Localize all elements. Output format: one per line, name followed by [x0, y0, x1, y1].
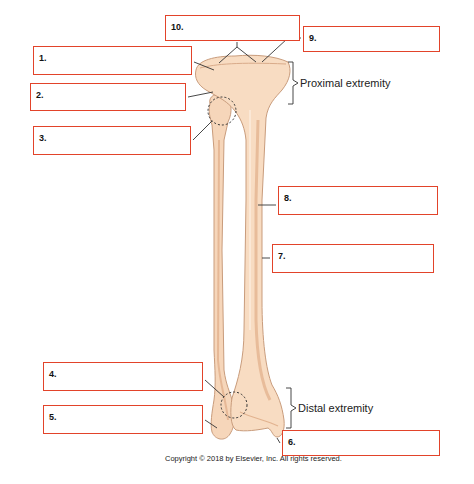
- joint-circle: [208, 97, 236, 125]
- label-box: 2.: [30, 83, 186, 111]
- leader-line: [262, 38, 301, 62]
- leader-line: [205, 420, 217, 428]
- label-box: 10.: [165, 15, 300, 41]
- tibia-shading: [256, 120, 270, 400]
- joint-circle: [221, 392, 247, 418]
- tibia-distal-shading: [240, 412, 278, 426]
- label-box: 4.: [43, 362, 203, 391]
- callout-number: 1.: [39, 53, 47, 63]
- callout-number: 3.: [39, 133, 47, 143]
- callout-number: 10.: [171, 22, 184, 32]
- tibia-plateau: [200, 63, 286, 68]
- leader-line: [194, 62, 214, 70]
- bracket: [286, 388, 296, 428]
- copyright-note: Copyright © 2018 by Elsevier, Inc. All r…: [165, 454, 342, 463]
- tibia-crest: [249, 110, 251, 330]
- region-label: Distal extremity: [298, 402, 373, 414]
- label-box: 6.: [282, 430, 440, 456]
- leader-line: [205, 380, 224, 397]
- leader-line: [262, 258, 270, 259]
- callout-number: 4.: [49, 369, 57, 379]
- leader-line: [258, 205, 276, 206]
- region-label: Proximal extremity: [300, 77, 390, 89]
- callout-number: 7.: [278, 251, 286, 261]
- label-box: 8.: [278, 186, 438, 215]
- bracket: [288, 62, 298, 104]
- label-box: 7.: [272, 244, 434, 273]
- label-box: 9.: [303, 26, 440, 52]
- label-box: 5.: [43, 405, 203, 434]
- leader-line: [188, 92, 213, 97]
- leader-line: [193, 121, 212, 140]
- leader-line: [277, 438, 280, 443]
- callout-number: 2.: [36, 90, 44, 100]
- callout-number: 8.: [284, 193, 292, 203]
- callout-number: 9.: [309, 33, 317, 43]
- callout-number: 6.: [288, 437, 296, 447]
- leader-line: [219, 42, 256, 63]
- label-box: 1.: [33, 46, 192, 75]
- fibula-shading: [218, 140, 228, 420]
- label-box: 3.: [33, 126, 191, 155]
- callout-number: 5.: [49, 412, 57, 422]
